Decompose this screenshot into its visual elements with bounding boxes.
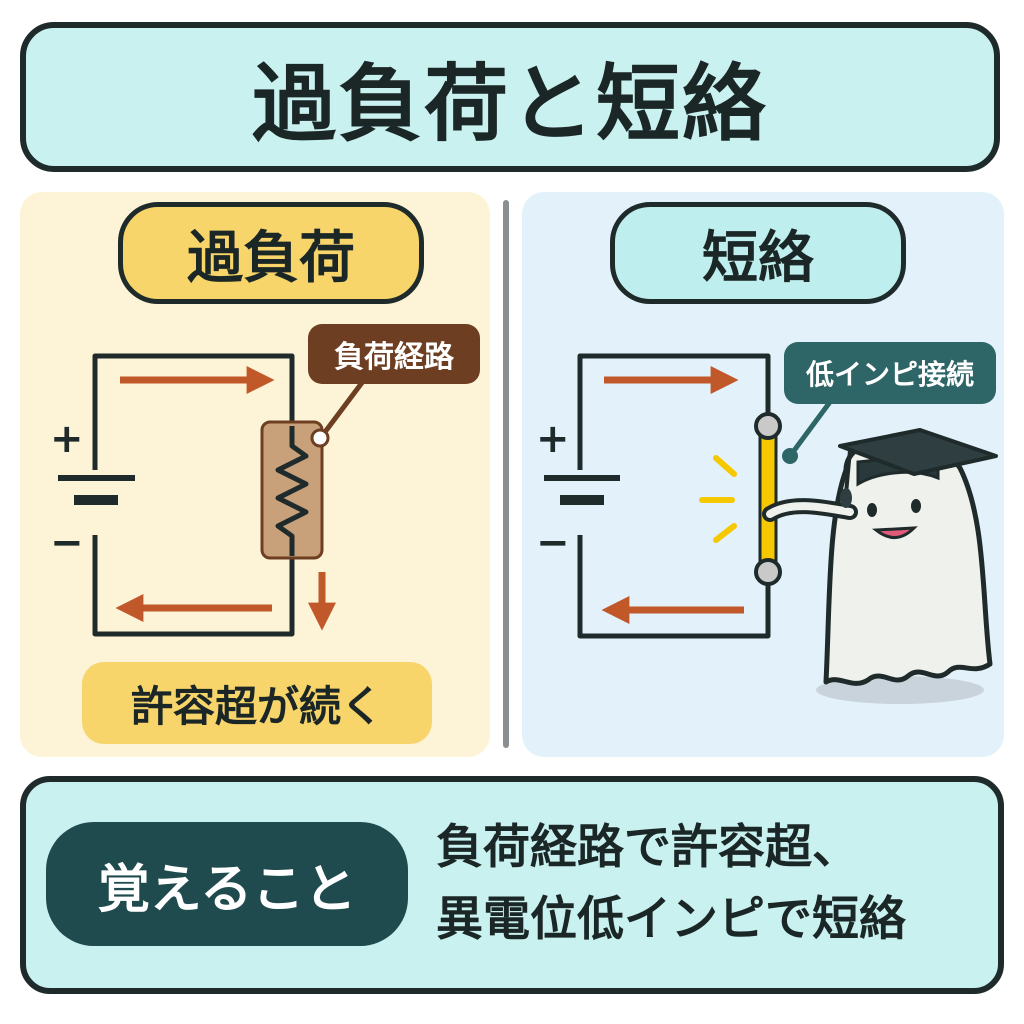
short-circuit-heading: 短絡 — [610, 202, 906, 304]
graduation-cap-icon — [838, 428, 998, 508]
battery-icon — [58, 475, 135, 505]
panel-divider — [503, 200, 509, 748]
resistor-icon — [260, 420, 324, 560]
overload-note: 許容超が続く — [82, 662, 432, 744]
short-circuit-diagram — [544, 353, 833, 639]
shorting-bar-icon — [754, 412, 782, 586]
battery-minus-sign: − — [50, 520, 84, 566]
overload-circuit — [58, 353, 366, 637]
overload-heading: 過負荷 — [118, 202, 424, 304]
ghost-professor-icon — [762, 428, 998, 704]
battery-plus-sign: + — [536, 416, 570, 462]
remember-label: 覚えること — [46, 822, 408, 946]
battery-icon — [544, 475, 620, 505]
battery-minus-sign: − — [536, 520, 570, 566]
load-path-callout: 負荷経路 — [308, 324, 480, 384]
page-title: 過負荷と短絡 — [251, 54, 768, 153]
spark-icon — [699, 455, 737, 543]
title-banner: 過負荷と短絡 — [20, 22, 1000, 172]
low-impedance-callout: 低インピ接続 — [784, 342, 996, 404]
summary-text: 負荷経路で許容超、 異電位低インピで短絡 — [436, 812, 996, 956]
summary-line-1: 負荷経路で許容超、 — [436, 820, 859, 875]
battery-plus-sign: + — [50, 416, 84, 462]
summary-line-2: 異電位低インピで短絡 — [436, 892, 906, 947]
